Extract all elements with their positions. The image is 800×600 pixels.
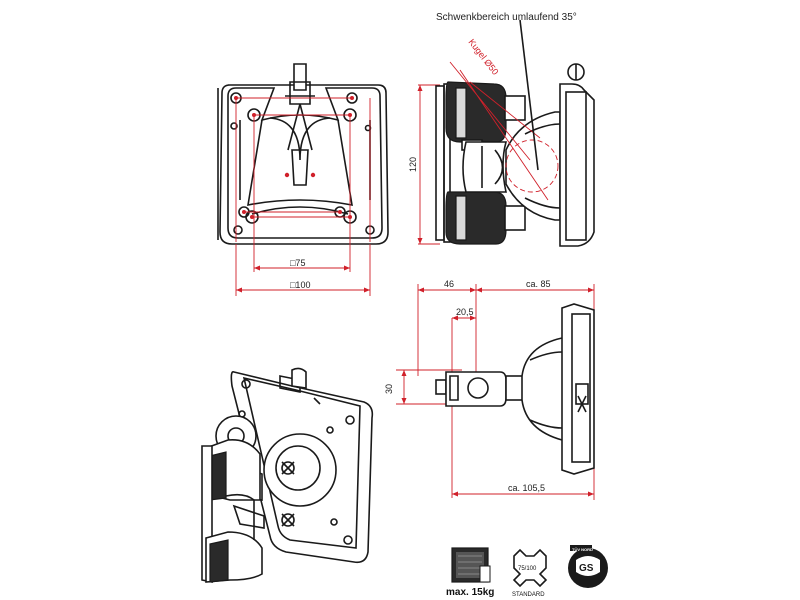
dim-105-5: ca. 105,5 — [508, 483, 545, 493]
tuv-label: TÜV NORD — [572, 547, 593, 552]
badge-vesa: 75/100 STANDARD — [512, 548, 548, 598]
isometric-view — [201, 367, 374, 583]
top-view: 46 ca. 85 20,5 30 ca. 105,5 — [384, 279, 595, 500]
vesa-standard-label: STANDARD — [512, 592, 545, 598]
dim-30: 30 — [384, 384, 394, 394]
swivel-range-label: Schwenkbereich umlaufend 35° — [436, 12, 577, 23]
dim-square-100: □100 — [290, 280, 310, 290]
badge-tuv-gs: GS TÜV NORD — [568, 545, 608, 588]
side-view: 120 Schwenkbereich umlaufend 35° Kugel Ø… — [408, 12, 595, 247]
vesa-values-label: 75/100 — [518, 566, 537, 572]
gs-label: GS — [579, 563, 594, 574]
dim-85: ca. 85 — [526, 279, 551, 289]
badge-max-load: max. 15kg — [446, 547, 494, 598]
ball-diameter-label: Kugel Ø50 — [466, 37, 500, 77]
dim-height-120: 120 — [408, 157, 418, 172]
dim-20-5: 20,5 — [456, 307, 474, 317]
dim-46: 46 — [444, 279, 454, 289]
front-view: □75 □100 — [217, 63, 389, 296]
max-load-label: max. 15kg — [446, 587, 494, 598]
dim-square-75: □75 — [290, 258, 305, 268]
